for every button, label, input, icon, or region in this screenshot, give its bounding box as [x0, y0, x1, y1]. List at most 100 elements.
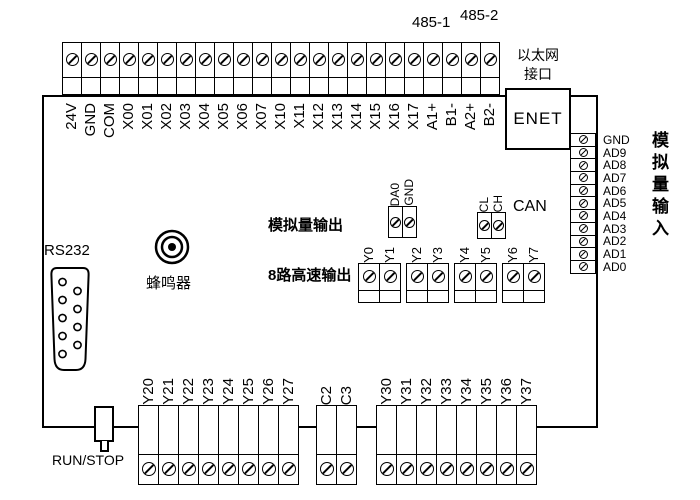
terminal-label: Y25	[239, 378, 257, 405]
terminal-label-wrap: Y25	[239, 355, 257, 405]
terminal-column: X01	[138, 42, 158, 138]
terminal-cell	[427, 263, 449, 303]
high-speed-output-title: 8路高速输出	[268, 267, 352, 284]
terminal-cell	[442, 42, 462, 95]
screw-icon	[160, 53, 174, 66]
terminal-label-wrap: GND	[82, 103, 99, 136]
terminal-label: Y0	[361, 247, 377, 263]
terminal-label-wrap: Y30	[378, 355, 395, 405]
terminal-label-wrap: Y31	[398, 355, 415, 405]
terminal-column: X07	[252, 42, 272, 138]
screw-icon	[578, 186, 588, 196]
screw-icon	[179, 53, 193, 66]
analog-input-label: AD4	[603, 208, 627, 223]
terminal-cell	[570, 221, 596, 236]
terminal-label: Y32	[417, 378, 435, 405]
screw-icon	[255, 53, 269, 66]
screw-icon	[369, 53, 383, 66]
terminal-label: Y24	[219, 378, 237, 405]
pin-label: DA0	[388, 182, 403, 206]
terminal-label: Y27	[279, 378, 297, 405]
analog-input-label: AD0	[603, 259, 627, 274]
terminal-cell	[271, 42, 291, 95]
terminal-label-wrap: B1-	[443, 103, 460, 126]
screw-icon	[379, 462, 394, 476]
terminal-column: Y33	[436, 355, 457, 485]
top-terminal-strip: 24V GND COM	[62, 42, 500, 138]
terminal-cell	[416, 405, 437, 485]
terminal-cell	[178, 405, 199, 485]
analog-output-block: DA0 GND	[388, 174, 417, 238]
terminal-label-wrap: A1+	[424, 103, 441, 130]
terminal-label: X05	[215, 103, 233, 130]
pin-label: CH	[491, 194, 506, 212]
terminal-label: X06	[234, 103, 252, 130]
screw-icon	[236, 53, 250, 66]
terminal-cell	[385, 42, 405, 95]
pin-label: CL	[477, 196, 492, 212]
terminal-cell	[138, 42, 158, 95]
terminal-label: Y5	[478, 247, 494, 263]
screw-icon	[181, 462, 196, 476]
terminal-cell	[81, 42, 101, 95]
terminal-label: Y26	[259, 378, 277, 405]
terminal-label-wrap: Y7	[526, 231, 541, 263]
terminal-label-wrap: X13	[329, 103, 347, 130]
terminal-cell	[214, 42, 234, 95]
terminal-column: Y4	[454, 231, 476, 303]
terminal-label: 24V	[63, 103, 81, 130]
analog-input-label: AD6	[603, 183, 627, 198]
screw-icon	[141, 462, 156, 476]
terminal-column: Y35	[476, 355, 497, 485]
analog-input-row: AD0	[570, 259, 630, 274]
screw-icon	[445, 53, 459, 66]
terminal-label: X13	[329, 103, 347, 130]
terminal-label: X02	[158, 103, 176, 130]
terminal-label-wrap: Y5	[478, 231, 494, 263]
analog-input-label: AD7	[603, 170, 627, 185]
terminal-cell	[233, 42, 253, 95]
terminal-cell	[195, 42, 215, 95]
terminal-column: Y2	[406, 231, 428, 303]
terminal-cell	[570, 247, 596, 261]
terminal-label-wrap: Y2	[409, 231, 425, 263]
bottom-terminal-group-y20: Y20 Y21 Y22	[138, 355, 299, 485]
screw-icon	[312, 53, 326, 66]
terminal-label-wrap: A2+	[462, 103, 479, 130]
terminal-label: Y34	[457, 378, 475, 405]
terminal-label: X14	[348, 103, 366, 130]
terminal-label-wrap: X17	[405, 103, 422, 130]
terminal-label-wrap: Y32	[417, 355, 435, 405]
terminal-column: X00	[119, 42, 139, 138]
terminal-column: A2+	[461, 42, 481, 138]
screw-icon	[578, 160, 588, 170]
terminal-column: X05	[214, 42, 234, 138]
run-stop-switch-tab	[100, 441, 109, 452]
terminal-label: X07	[253, 103, 271, 130]
can-label: CAN	[513, 198, 547, 215]
analog-input-row: AD7	[570, 171, 630, 185]
screw-icon	[578, 148, 588, 158]
terminal-label: Y2	[409, 247, 425, 263]
terminal-label: X01	[139, 103, 157, 130]
terminal-label: C3	[337, 385, 355, 405]
screw-icon	[274, 53, 288, 66]
terminal-label-wrap: Y37	[518, 355, 535, 405]
terminal-label: Y4	[457, 247, 473, 263]
terminal-column: Y22	[178, 355, 199, 485]
screw-icon	[459, 462, 474, 476]
screw-icon	[399, 462, 414, 476]
terminal-cell	[100, 42, 120, 95]
can-block: CL CH	[477, 184, 506, 239]
screw-icon	[407, 53, 421, 66]
screw-icon	[141, 53, 155, 66]
screw-icon	[458, 270, 472, 283]
high-speed-output-block: Y0 Y1 Y2	[358, 231, 545, 303]
screw-icon	[383, 270, 397, 283]
terminal-label: X04	[196, 103, 214, 130]
screw-icon	[439, 462, 454, 476]
screw-icon	[281, 462, 296, 476]
terminal-cell	[328, 42, 348, 95]
terminal-label: Y20	[139, 378, 157, 405]
